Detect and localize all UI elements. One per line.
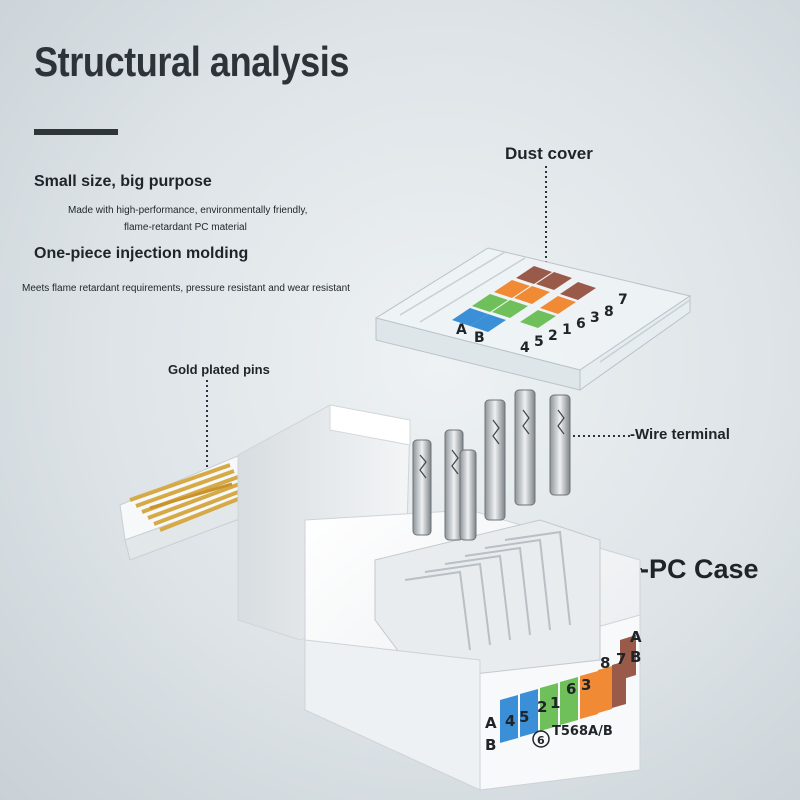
- base-standard: T568A/B: [552, 724, 613, 739]
- gold-pins-part: [119, 454, 251, 561]
- cover-number: 3: [590, 310, 600, 326]
- base-row-label: A: [485, 714, 497, 732]
- base-number: 5: [519, 708, 529, 726]
- feature-heading-1: Small size, big purpose: [34, 173, 212, 190]
- feature-desc-1b: flame-retardant PC material: [124, 222, 247, 233]
- category-badge-icon: [532, 730, 550, 748]
- dust-cover-color-grid: [452, 266, 596, 332]
- callout-pc-case: -PC Case: [640, 554, 759, 584]
- cover-row-label: A: [456, 322, 467, 338]
- dust-cover-labels: A B 4 5 2 1 6 3 8 7: [456, 292, 628, 356]
- base-number: 8: [600, 654, 610, 672]
- base-number: 4: [505, 712, 515, 730]
- callout-gold-pins: Gold plated pins: [168, 362, 270, 377]
- base-row-label: A: [630, 628, 642, 646]
- callout-dust-cover: Dust cover: [505, 144, 593, 163]
- base-number: 7: [616, 650, 626, 668]
- category-mark: 6: [537, 734, 545, 747]
- base-row-label: B: [630, 648, 641, 666]
- cover-number: 2: [548, 328, 558, 344]
- base-number: 3: [581, 676, 591, 694]
- base-color-strip: [500, 635, 636, 743]
- cover-row-label: B: [474, 330, 485, 346]
- cover-number: 6: [576, 316, 586, 332]
- base-number: 2: [537, 698, 547, 716]
- base-number: 1: [550, 694, 560, 712]
- feature-desc-2: Meets flame retardant requirements, pres…: [22, 283, 350, 294]
- cover-number: 4: [520, 340, 530, 356]
- dust-cover-part: [374, 247, 692, 391]
- base-number: 6: [566, 680, 576, 698]
- base-labels: A B 4 5 2 1 6 3 8 7 A B 6 T568A/B: [485, 628, 642, 754]
- feature-desc-1a: Made with high-performance, environmenta…: [68, 205, 308, 216]
- callout-wire-terminal: -Wire terminal: [630, 426, 730, 443]
- title-underline: [34, 129, 118, 135]
- cover-number: 7: [618, 292, 628, 308]
- cover-number: 5: [534, 334, 544, 350]
- wire-terminals: [412, 389, 571, 541]
- cover-number: 1: [562, 322, 572, 338]
- base-row-label: B: [485, 736, 496, 754]
- feature-heading-2: One-piece injection molding: [34, 245, 249, 262]
- page-title: Structural analysis: [34, 38, 350, 85]
- cover-number: 8: [604, 304, 614, 320]
